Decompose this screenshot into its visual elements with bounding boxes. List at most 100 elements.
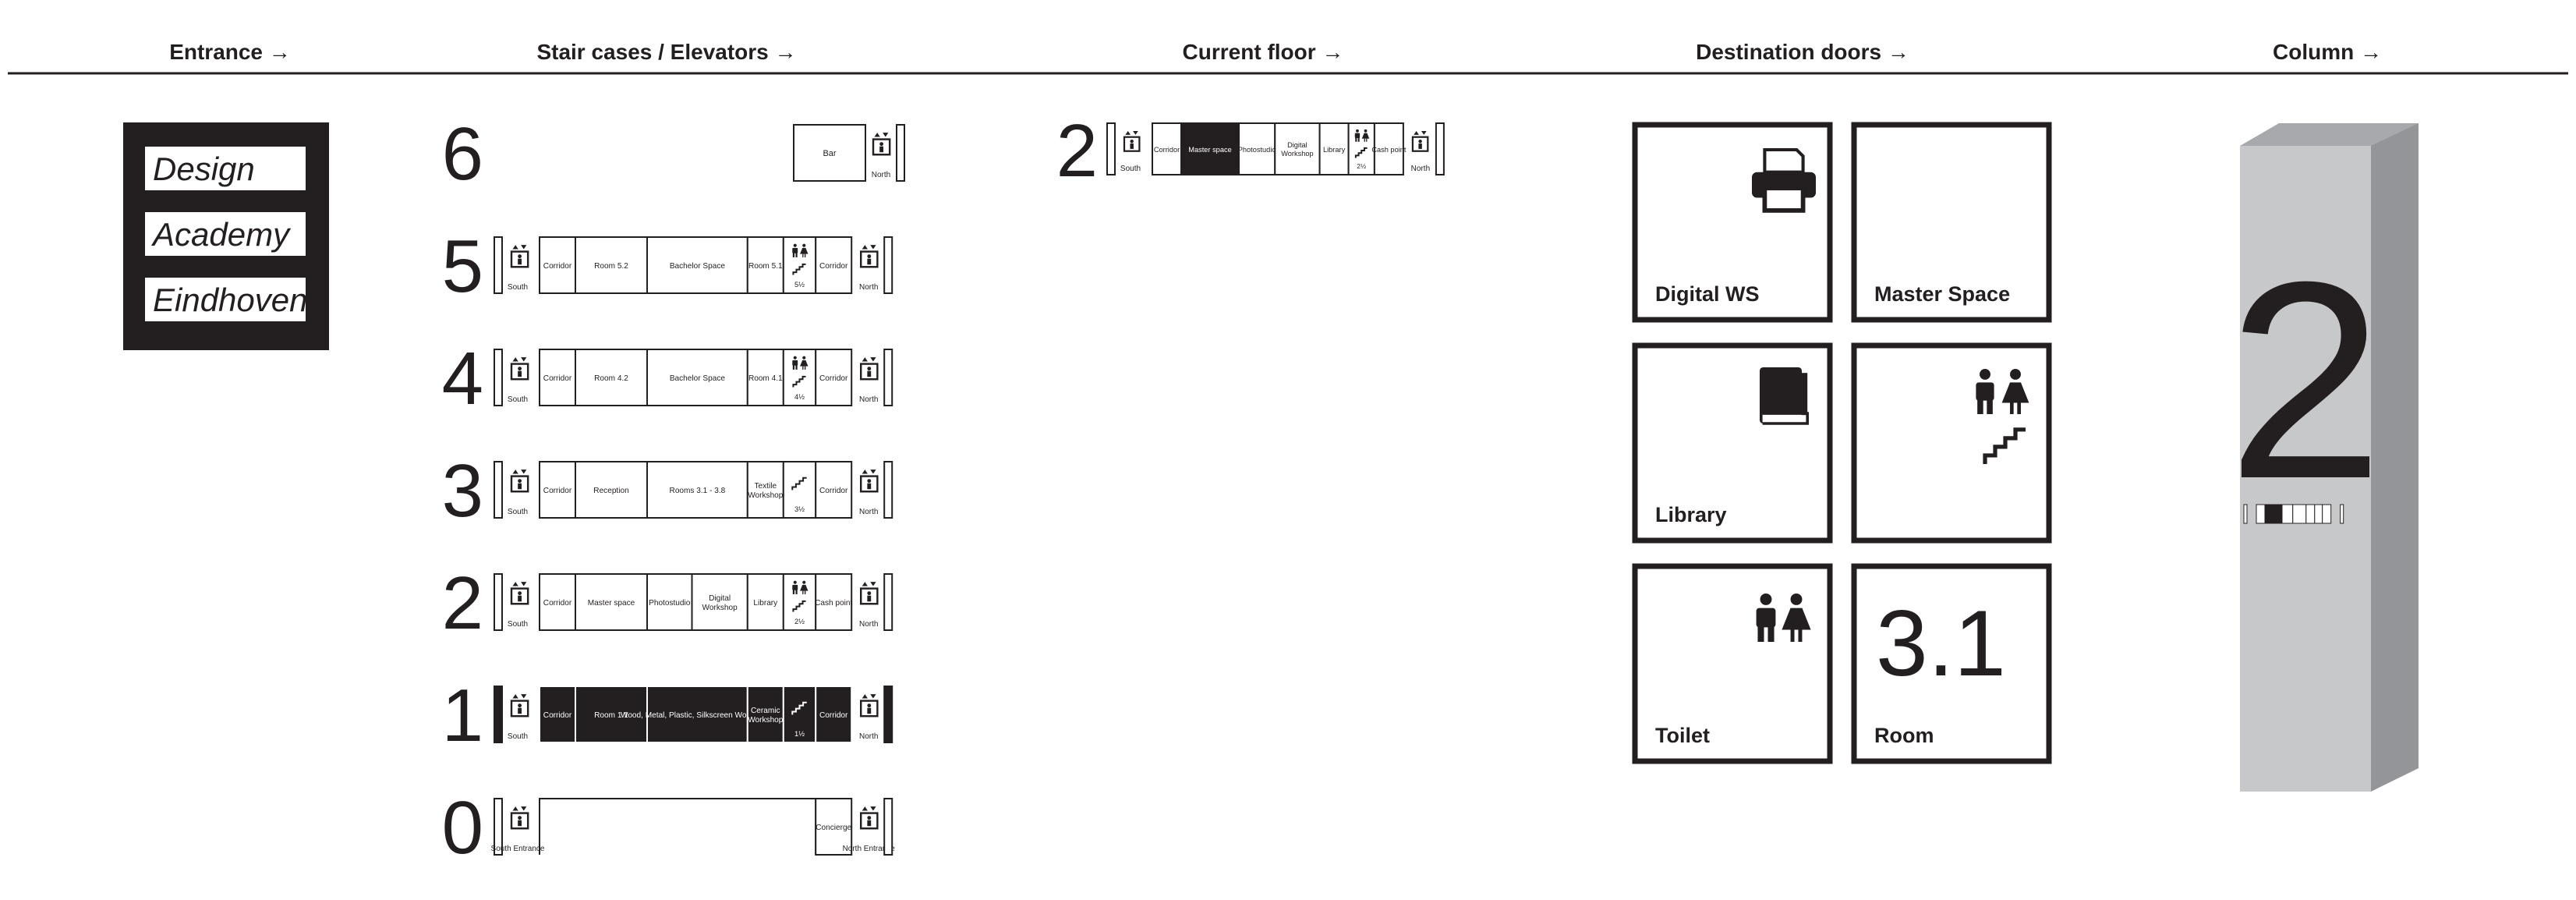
cell-label-line: Textile xyxy=(755,482,777,491)
stairs-icon xyxy=(792,600,806,612)
arrow-up-icon xyxy=(862,694,868,699)
leg-shape xyxy=(1357,137,1360,142)
cell-outline xyxy=(815,686,853,743)
logo-line: Eindhoven xyxy=(153,282,308,318)
arrow-down-icon xyxy=(521,694,527,699)
south-label: South Entrance xyxy=(491,845,545,853)
arrow-down-icon xyxy=(870,357,876,362)
floor-cell: 2½ xyxy=(782,573,817,631)
cell-label: Room 4.1 xyxy=(748,374,783,383)
door-label: Toilet xyxy=(1655,724,1710,747)
floor-cell: Bachelor Space xyxy=(646,349,748,406)
arrow-down-icon xyxy=(521,357,527,362)
torso-shape xyxy=(792,360,798,366)
elevator-icon xyxy=(510,582,529,605)
elevator-person-body xyxy=(867,595,872,602)
head-shape xyxy=(802,356,806,360)
leg-shape xyxy=(792,253,795,257)
elevator-person-head xyxy=(867,367,872,371)
leg-shape xyxy=(1355,137,1357,142)
cell-label: Concierge xyxy=(816,824,851,832)
south-label: South xyxy=(508,508,528,516)
arrow-down-icon xyxy=(870,582,876,586)
leg-shape xyxy=(795,253,798,257)
elevator-cabin xyxy=(510,587,529,605)
floor-number: 5 xyxy=(442,225,483,308)
cell-label: Room 5.2 xyxy=(594,262,628,271)
elevator-cabin xyxy=(859,587,879,605)
arrow-up-icon xyxy=(862,469,868,474)
floor-cell: Master space xyxy=(1180,122,1240,175)
floor-cell: 4½ xyxy=(782,349,817,406)
cell-sublabel: 5½ xyxy=(794,281,805,289)
elevator-icon xyxy=(510,694,529,718)
leg-shape xyxy=(1366,138,1368,142)
mini-cell xyxy=(2281,504,2294,524)
elevator-cabin xyxy=(510,700,529,718)
floor-cell: Corridor xyxy=(539,573,576,631)
floor-end-bar xyxy=(494,461,503,519)
dress-shape xyxy=(2001,382,2029,403)
torso-shape xyxy=(792,247,798,253)
torso-shape xyxy=(792,584,798,590)
arrow-down-icon xyxy=(1421,130,1427,135)
cell-label-line: Workshop xyxy=(748,491,784,500)
elevator-person-body xyxy=(867,707,872,714)
elevator-icon xyxy=(872,133,891,156)
column-heading: Entrance → xyxy=(169,40,291,64)
cell-outline xyxy=(646,236,748,294)
cell-label-line: Workshop xyxy=(748,716,784,725)
head-shape xyxy=(793,580,797,584)
cell-label-line: Ceramic xyxy=(751,707,780,715)
cell-label: Corridor xyxy=(543,599,572,608)
cell-outline xyxy=(539,686,576,743)
floor-cell: Library xyxy=(746,573,784,631)
cell-label: Corridor xyxy=(543,374,572,383)
floor-end-bar xyxy=(896,124,905,182)
printer-tray xyxy=(1762,186,1806,213)
man-icon xyxy=(1976,369,1994,414)
elevator-person-body xyxy=(518,258,522,265)
elevator-cabin xyxy=(1411,136,1429,152)
cell-sublabel: 2½ xyxy=(794,618,805,625)
destination-door: Toilet xyxy=(1632,563,1833,764)
woman-icon xyxy=(800,580,809,594)
cell-outline xyxy=(815,461,853,519)
floor-cell: Photostudio xyxy=(1238,122,1276,175)
elevator-person-head xyxy=(518,479,522,484)
stairs-icon xyxy=(1983,427,2026,464)
head-shape xyxy=(793,356,797,360)
elevator-person-body xyxy=(1130,144,1134,149)
cell-outline xyxy=(575,573,648,631)
floor-cell: 3½ xyxy=(782,461,817,519)
arrow-up-icon xyxy=(862,806,868,811)
head-shape xyxy=(802,580,806,584)
north-label: North xyxy=(859,395,878,404)
north-label: North xyxy=(859,283,878,292)
cell-outline xyxy=(815,573,853,631)
elevator-person-head xyxy=(867,816,872,820)
north-label: North xyxy=(859,732,878,741)
floor-cell: Rooms 3.1 - 3.8 xyxy=(646,461,748,519)
arrow-down-icon xyxy=(521,245,527,250)
cell-label: Library xyxy=(1323,146,1346,154)
floor-cell: Corridor xyxy=(539,686,576,743)
head-shape xyxy=(793,243,797,247)
leg-shape xyxy=(802,253,804,257)
elevator-icon xyxy=(510,806,529,830)
arrow-up-icon xyxy=(874,133,880,137)
printer-paper xyxy=(1763,147,1805,174)
leg-shape xyxy=(1977,399,1983,414)
arrow-down-icon xyxy=(521,469,527,474)
leg-shape xyxy=(792,365,795,370)
mini-cell xyxy=(2264,504,2283,524)
cell-outline xyxy=(539,798,817,855)
floor-end-bar xyxy=(883,573,893,631)
